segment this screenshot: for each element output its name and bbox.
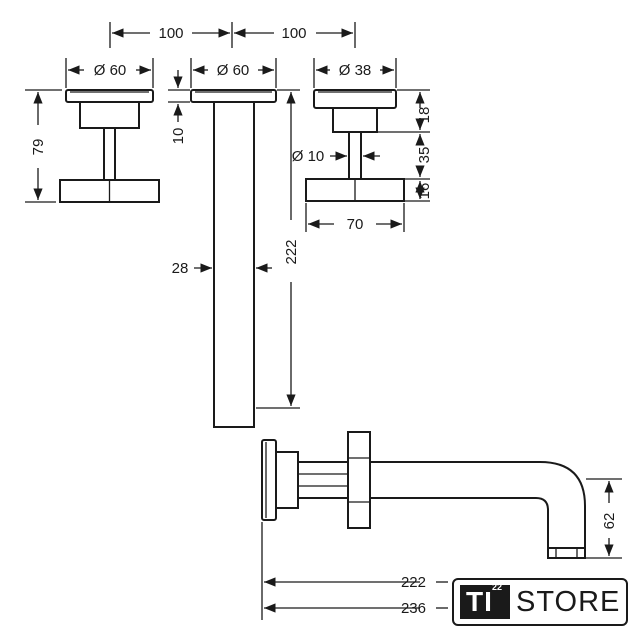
dim-right-flange: 18 xyxy=(416,107,433,124)
diameter-dimensions: Ø 60 Ø 60 Ø 38 xyxy=(65,58,397,88)
dim-side-length-b: 236 xyxy=(401,600,426,617)
dim-side-length-a: 222 xyxy=(401,574,426,591)
dim-left-handle-dia: Ø 60 xyxy=(94,62,127,79)
store-logo: TI 22 STORE xyxy=(452,578,628,626)
dim-spout-flange-group: 10 xyxy=(168,70,190,144)
dim-spout-length-group: 222 xyxy=(256,89,300,409)
dim-right-handle: 16 xyxy=(416,183,433,200)
spout-front xyxy=(190,89,277,428)
dim-spout-flange: 10 xyxy=(170,128,187,145)
dim-stem-dia-group: Ø 10 xyxy=(292,148,380,165)
dim-spacing-right: 100 xyxy=(281,25,306,42)
dim-side-length-group: 222 236 xyxy=(261,522,448,620)
dim-right-handle-dia: Ø 38 xyxy=(339,62,372,79)
dim-right-stem: 35 xyxy=(416,147,433,164)
dim-spout-width-group: 28 xyxy=(172,260,272,277)
right-handle-front xyxy=(305,89,405,202)
dim-handle-width: 70 xyxy=(347,216,364,233)
dim-spout-length: 222 xyxy=(283,239,300,264)
dim-spout-dia: Ø 60 xyxy=(217,62,250,79)
dim-side-height: 62 xyxy=(601,513,618,530)
dim-stem-dia: Ø 10 xyxy=(292,148,325,165)
logo-store-text: STORE xyxy=(516,586,621,618)
logo-ti-mark: TI xyxy=(460,585,510,619)
side-view xyxy=(261,431,586,559)
dim-right-stack-group: 18 35 16 xyxy=(378,89,433,202)
logo-superscript: 22 xyxy=(492,582,503,592)
logo-ti-text: TI xyxy=(466,586,493,617)
dim-spout-width: 28 xyxy=(172,260,189,277)
dim-left-height: 79 xyxy=(30,139,47,156)
dim-handle-width-group: 70 xyxy=(305,203,405,233)
dim-left-height-group: 79 xyxy=(25,89,62,203)
spacing-dimension: 100 100 xyxy=(109,22,356,48)
left-handle-front xyxy=(59,89,160,203)
dim-side-height-group: 62 xyxy=(586,478,622,559)
dim-spacing-left: 100 xyxy=(158,25,183,42)
